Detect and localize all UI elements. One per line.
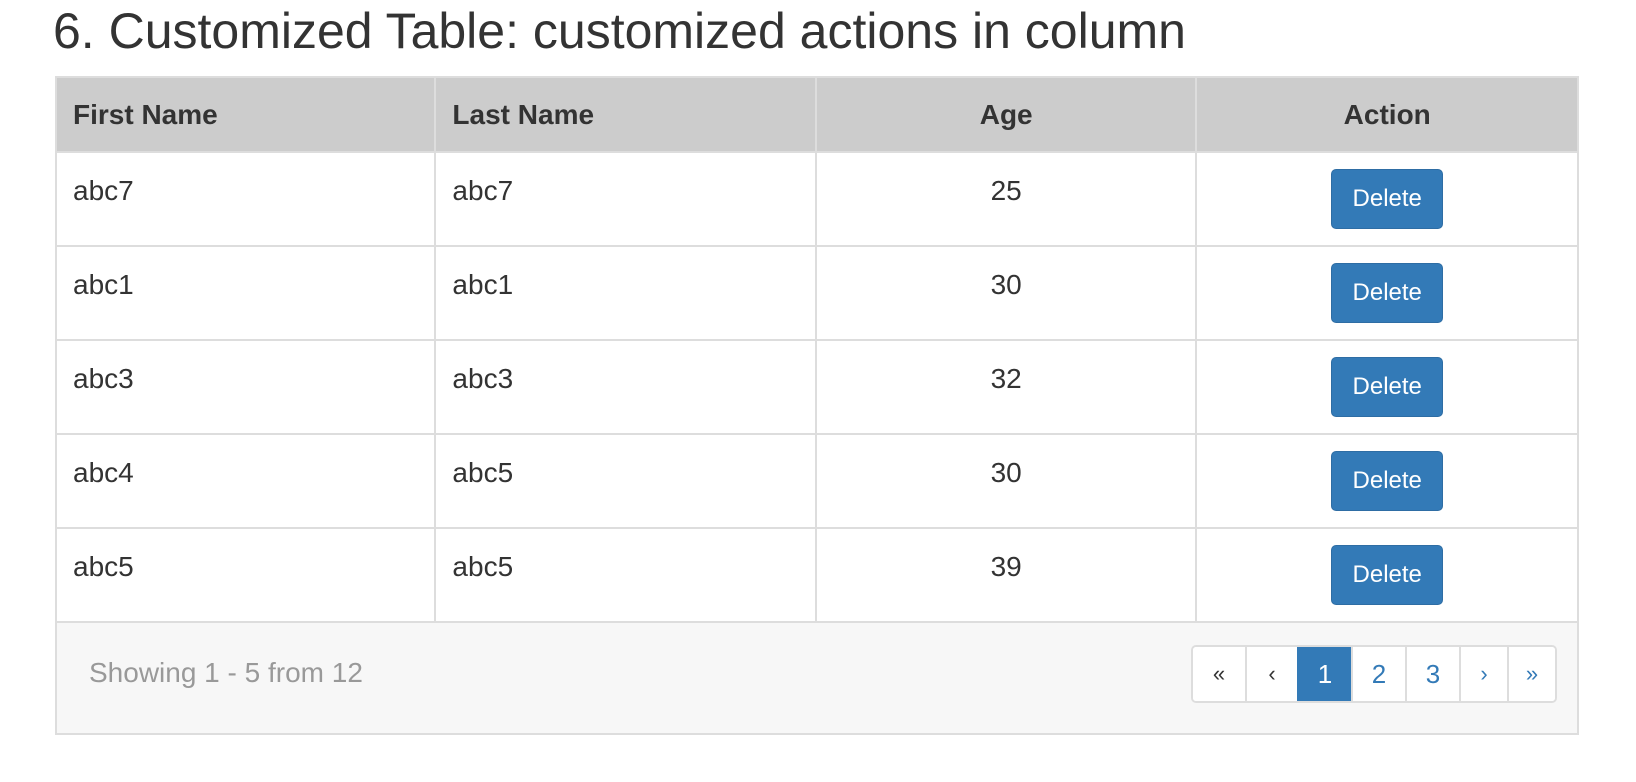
pagination: « ‹ 1 2 3 › » bbox=[1191, 645, 1557, 703]
table-header-row: First Name Last Name Age Action bbox=[57, 78, 1577, 153]
cell-first-name: abc4 bbox=[57, 433, 437, 529]
cell-last-name: abc3 bbox=[434, 339, 817, 435]
page-title: 6. Customized Table: customized actions … bbox=[53, 3, 1186, 59]
cell-age: 30 bbox=[814, 433, 1198, 529]
table-footer: Showing 1 - 5 from 12 « ‹ 1 2 3 › » bbox=[57, 623, 1577, 733]
cell-last-name: abc5 bbox=[434, 433, 817, 529]
cell-age: 30 bbox=[814, 245, 1198, 341]
cell-first-name: abc1 bbox=[57, 245, 437, 341]
page-button-3[interactable]: 3 bbox=[1405, 647, 1459, 701]
delete-button[interactable]: Delete bbox=[1331, 545, 1444, 605]
customized-table: First Name Last Name Age Action abc7 abc… bbox=[55, 76, 1579, 735]
cell-age: 32 bbox=[814, 339, 1198, 435]
last-page-button[interactable]: » bbox=[1507, 647, 1555, 701]
next-page-button[interactable]: › bbox=[1459, 647, 1507, 701]
column-header-age[interactable]: Age bbox=[814, 78, 1198, 153]
column-header-last-name[interactable]: Last Name bbox=[434, 78, 817, 153]
cell-first-name: abc7 bbox=[57, 151, 437, 247]
data-table: First Name Last Name Age Action abc7 abc… bbox=[57, 78, 1577, 623]
showing-count-text: Showing 1 - 5 from 12 bbox=[89, 657, 363, 688]
cell-action: Delete bbox=[1195, 151, 1577, 247]
column-header-first-name[interactable]: First Name bbox=[57, 78, 437, 153]
delete-button[interactable]: Delete bbox=[1331, 169, 1444, 229]
cell-age: 39 bbox=[814, 527, 1198, 623]
cell-action: Delete bbox=[1195, 433, 1577, 529]
cell-action: Delete bbox=[1195, 339, 1577, 435]
table-row: abc4 abc5 30 Delete bbox=[57, 433, 1577, 529]
cell-last-name: abc1 bbox=[434, 245, 817, 341]
table-row: abc5 abc5 39 Delete bbox=[57, 527, 1577, 623]
cell-first-name: abc3 bbox=[57, 339, 437, 435]
cell-age: 25 bbox=[814, 151, 1198, 247]
delete-button[interactable]: Delete bbox=[1331, 451, 1444, 511]
cell-action: Delete bbox=[1195, 245, 1577, 341]
table-row: abc1 abc1 30 Delete bbox=[57, 245, 1577, 341]
table-row: abc3 abc3 32 Delete bbox=[57, 339, 1577, 435]
page-button-1[interactable]: 1 bbox=[1297, 647, 1351, 701]
cell-last-name: abc7 bbox=[434, 151, 817, 247]
prev-page-button[interactable]: ‹ bbox=[1245, 647, 1297, 701]
cell-last-name: abc5 bbox=[434, 527, 817, 623]
cell-action: Delete bbox=[1195, 527, 1577, 623]
table-row: abc7 abc7 25 Delete bbox=[57, 151, 1577, 247]
cell-first-name: abc5 bbox=[57, 527, 437, 623]
delete-button[interactable]: Delete bbox=[1331, 357, 1444, 417]
column-header-action: Action bbox=[1195, 78, 1577, 153]
delete-button[interactable]: Delete bbox=[1331, 263, 1444, 323]
page-button-2[interactable]: 2 bbox=[1351, 647, 1405, 701]
first-page-button[interactable]: « bbox=[1193, 647, 1245, 701]
